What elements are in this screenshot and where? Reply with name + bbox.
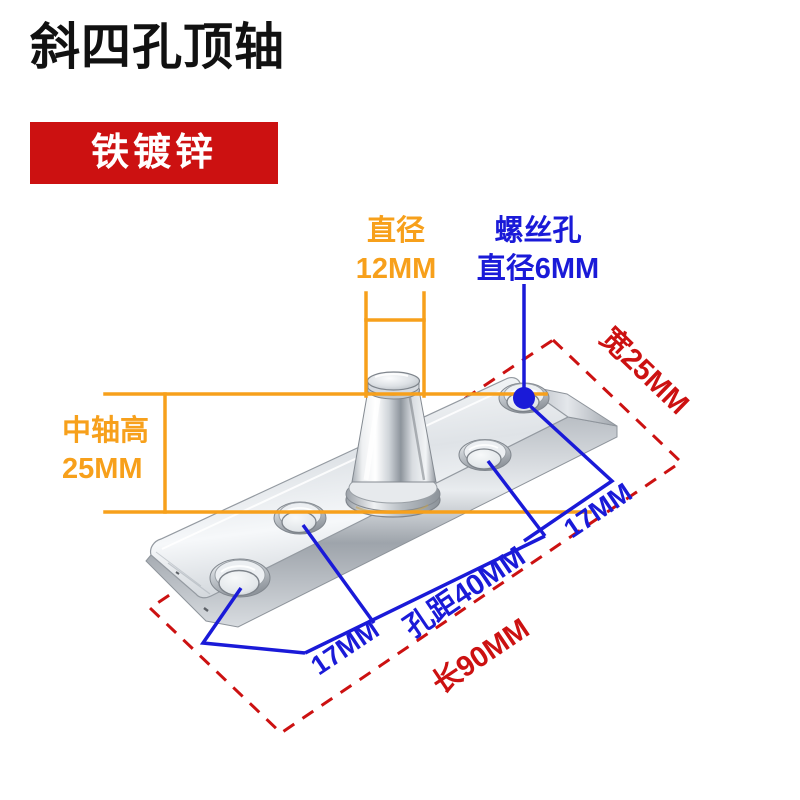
- center-height-label-line2: 25MM: [62, 453, 143, 485]
- shaft-diameter-label-line2: 12MM: [356, 253, 437, 285]
- screw-hole-label: 螺丝孔 直径6MM: [477, 214, 599, 285]
- edge-distance-left-label: 17MM: [305, 614, 384, 681]
- page-title: 斜四孔顶轴: [30, 19, 285, 75]
- screw-hole-1: [209, 558, 271, 598]
- metal-plate: [145, 371, 618, 628]
- shaft-diameter-label-line1: 直径: [367, 214, 425, 247]
- material-badge-label: 铁镀锌: [90, 132, 217, 174]
- screw-hole-3: [458, 439, 512, 471]
- center-height-label-line1: 中轴高: [62, 414, 149, 447]
- pivot-pin: [345, 371, 441, 518]
- screw-hole-label-line1: 螺丝孔: [494, 214, 581, 247]
- shaft-diameter-dimension: [364, 291, 426, 398]
- center-height-dimension: [103, 392, 592, 514]
- bounding-box-dashed: [147, 338, 684, 735]
- hole-spacing-leaders: [199, 402, 615, 655]
- screw-hole-2: [273, 501, 327, 535]
- material-badge: 铁镀锌: [30, 122, 278, 184]
- edge-distance-right-label: 17MM: [558, 477, 637, 544]
- shaft-diameter-label: 直径 12MM: [356, 214, 437, 285]
- screw-hole-label-line2: 直径6MM: [477, 252, 599, 285]
- width-label: 宽25MM: [594, 321, 696, 422]
- screw-hole-callout: [513, 284, 535, 409]
- center-height-label: 中轴高 25MM: [62, 414, 149, 485]
